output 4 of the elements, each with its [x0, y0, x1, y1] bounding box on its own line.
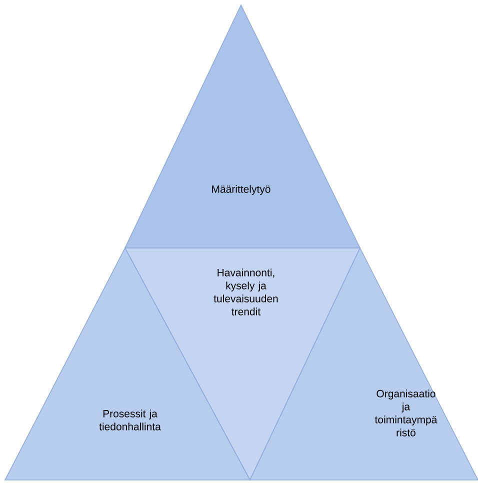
- triangle-label: Prosessit ja tiedonhallinta: [99, 410, 161, 430]
- triangle-label: Määrittelytyö: [212, 185, 270, 195]
- triangle-label: Havainnonti, kysely ja tulevaisuuden trendit: [214, 268, 278, 316]
- triangle-label: Organisaatio ja toimintaympä ristö: [374, 390, 438, 436]
